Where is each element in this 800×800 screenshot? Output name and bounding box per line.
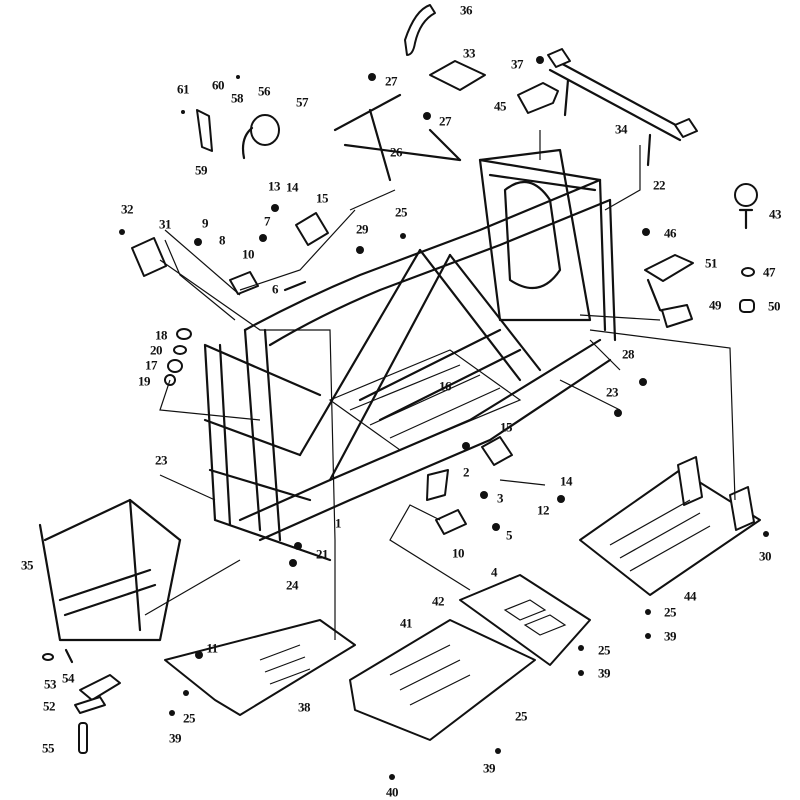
callout-44: 44	[684, 588, 697, 604]
callout-5: 5	[506, 527, 513, 543]
callout-29-left: 29	[356, 221, 369, 237]
fasteners	[119, 56, 769, 780]
callout-50: 50	[768, 298, 781, 314]
callout-39-b: 39	[483, 760, 496, 776]
callout-25-d: 25	[664, 604, 677, 620]
callout-30: 30	[759, 548, 772, 564]
callout-53: 53	[44, 676, 57, 692]
callout-24: 24	[286, 577, 299, 593]
callout-43: 43	[769, 206, 782, 222]
callout-35: 35	[21, 557, 34, 573]
callout-27-left: 27	[385, 73, 398, 89]
callout-25-e: 25	[395, 204, 408, 220]
callout-41: 41	[400, 615, 413, 631]
callout-8: 8	[219, 232, 226, 248]
callout-17: 17	[145, 357, 158, 373]
callout-12: 12	[537, 502, 550, 518]
skid-plates	[164, 456, 761, 741]
callout-47: 47	[763, 264, 776, 280]
callout-23-right: 23	[606, 384, 619, 400]
leader-lines	[144, 130, 736, 640]
callout-36: 36	[460, 2, 473, 18]
callout-14-bottom: 14	[560, 473, 573, 489]
callout-33: 33	[463, 45, 476, 61]
callout-38: 38	[298, 699, 311, 715]
callout-39-d: 39	[664, 628, 677, 644]
callout-10-bottom: 10	[452, 545, 465, 561]
callout-9: 9	[202, 215, 209, 231]
callout-58: 58	[231, 90, 244, 106]
front-bumper	[38, 498, 182, 642]
callout-3: 3	[497, 490, 504, 506]
callout-2: 2	[463, 464, 470, 480]
callout-21: 21	[316, 546, 329, 562]
callout-55: 55	[42, 740, 55, 756]
callout-14-top: 14	[286, 179, 299, 195]
callout-40: 40	[386, 784, 399, 800]
callout-56: 56	[258, 83, 271, 99]
callout-13: 13	[268, 178, 281, 194]
callout-39-c: 39	[598, 665, 611, 681]
callout-20: 20	[150, 342, 163, 358]
callout-37: 37	[511, 56, 524, 72]
callout-51: 51	[705, 255, 718, 271]
callout-4: 4	[491, 564, 498, 580]
rear-rack	[547, 48, 698, 167]
callout-18: 18	[155, 327, 168, 343]
callout-28-top: 28	[622, 346, 635, 362]
callout-7: 7	[264, 213, 271, 229]
callout-15-bottom: 15	[500, 419, 513, 435]
callout-52: 52	[43, 698, 56, 714]
loose-parts	[42, 648, 121, 754]
callout-26: 26	[390, 144, 403, 160]
callout-27-right: 27	[439, 113, 452, 129]
main-frame	[203, 148, 617, 562]
callout-6: 6	[272, 281, 279, 297]
callout-23-left: 23	[155, 452, 168, 468]
callout-32: 32	[121, 201, 134, 217]
callout-34: 34	[615, 121, 628, 137]
callout-19: 19	[138, 373, 151, 389]
callout-42: 42	[432, 593, 445, 609]
callout-25-c: 25	[598, 642, 611, 658]
callout-16: 16	[439, 378, 452, 394]
callout-60: 60	[212, 77, 225, 93]
callout-25-b: 25	[515, 708, 528, 724]
callout-22: 22	[653, 177, 666, 193]
callout-49: 49	[709, 297, 722, 313]
callout-31: 31	[159, 216, 172, 232]
callout-54: 54	[62, 670, 75, 686]
callout-1: 1	[335, 515, 342, 531]
callout-46: 46	[664, 225, 677, 241]
callout-59: 59	[195, 162, 208, 178]
callout-57: 57	[296, 94, 309, 110]
callout-10-top: 10	[242, 246, 255, 262]
callout-25-a: 25	[183, 710, 196, 726]
top-parts	[131, 4, 758, 535]
callout-15-top: 15	[316, 190, 329, 206]
callout-39-a: 39	[169, 730, 182, 746]
callout-11: 11	[206, 640, 218, 656]
callout-61: 61	[177, 81, 190, 97]
callout-45: 45	[494, 98, 507, 114]
